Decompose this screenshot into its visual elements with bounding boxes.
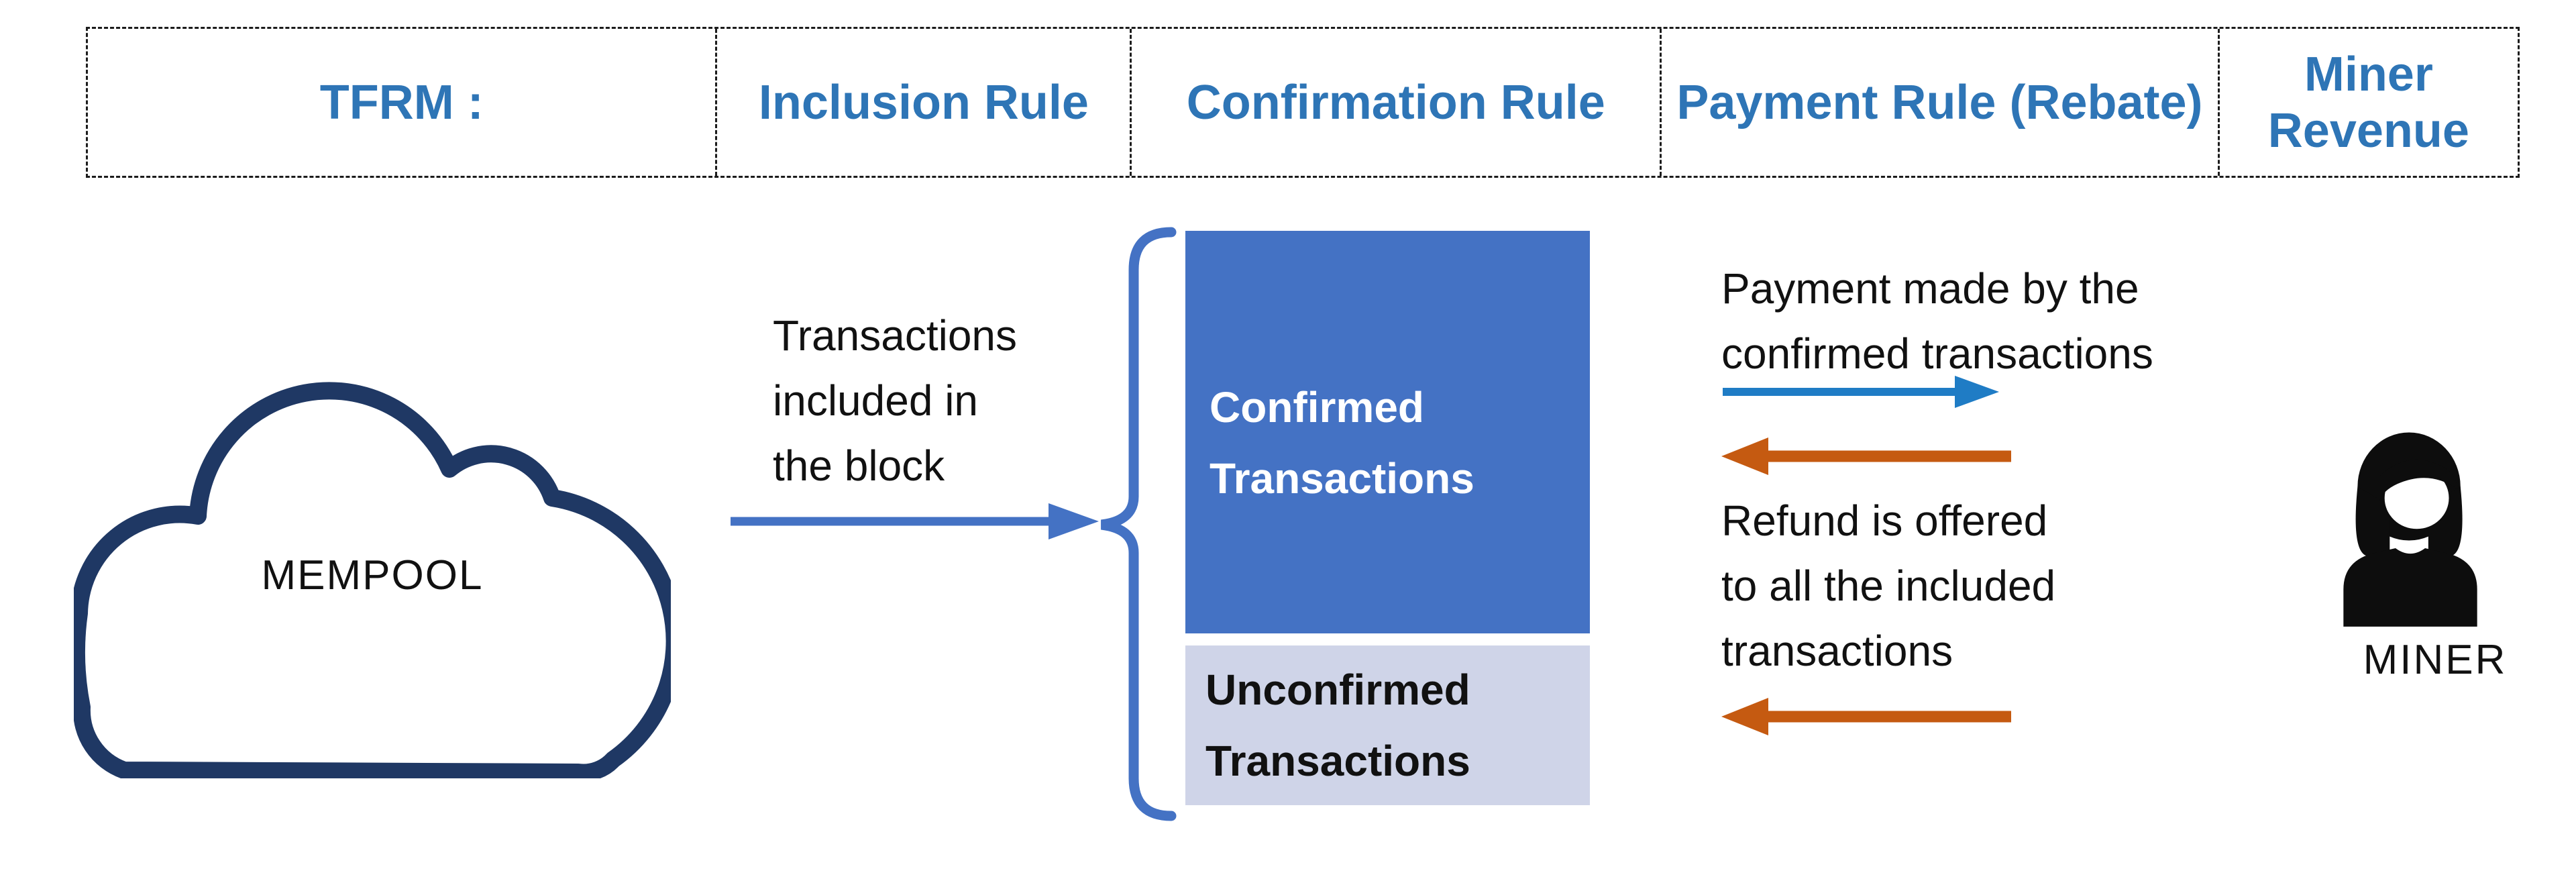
header-cell-inclusion-rule: Inclusion Rule (715, 29, 1130, 176)
payment-arrow-icon (1723, 376, 1999, 408)
payment-caption: Payment made by the confirmed transactio… (1721, 264, 2153, 378)
confirmed-transactions-box: Confirmed Transactions (1185, 231, 1590, 633)
mempool-cloud-icon (74, 382, 671, 778)
inclusion-arrow-caption: Transactions included in the block (773, 311, 1017, 490)
inclusion-arrow-icon (731, 503, 1099, 539)
tfrm-header-table: TFRM : Inclusion Rule Confirmation Rule … (86, 27, 2520, 178)
refund-arrow-bottom-icon (1721, 698, 2011, 735)
miner-icon (2343, 432, 2477, 627)
header-cell-tfrm: TFRM : (319, 75, 484, 129)
header-cell-payment-rule: Payment Rule (Rebate) (1660, 29, 2218, 176)
confirmed-transactions-label: Confirmed Transactions (1210, 383, 1474, 503)
unconfirmed-transactions-box: Unconfirmed Transactions (1185, 645, 1590, 805)
refund-arrow-top-icon (1721, 437, 2011, 475)
header-cell-confirmation-rule: Confirmation Rule (1130, 29, 1660, 176)
left-brace-icon (1100, 227, 1177, 821)
refund-caption: Refund is offered to all the included tr… (1721, 497, 2056, 675)
unconfirmed-transactions-label: Unconfirmed Transactions (1205, 666, 1470, 785)
header-cell-miner-revenue: Miner Revenue (2217, 29, 2518, 176)
mempool-label: MEMPOOL (261, 552, 484, 599)
miner-label: MINER (2363, 637, 2508, 683)
